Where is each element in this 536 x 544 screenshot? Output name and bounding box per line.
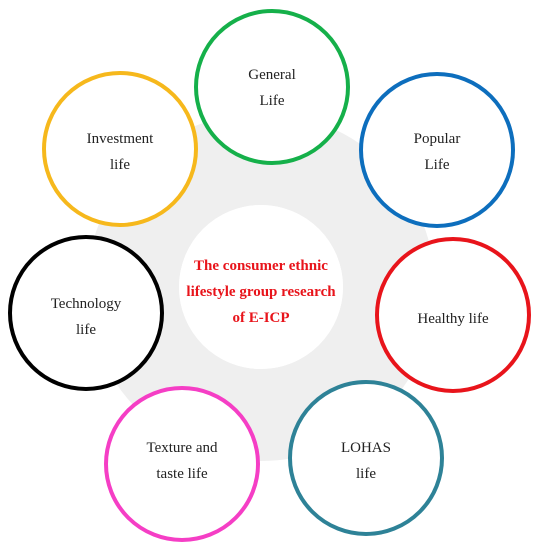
node-technology-life-line-2: life [76, 322, 96, 338]
node-general-life-line-1: General [248, 67, 295, 83]
node-general-life-line-2: Life [260, 93, 285, 109]
node-popular-life-line-2: Life [425, 157, 450, 173]
center-title-line-2: lifestyle group research [186, 284, 336, 300]
node-texture-and-taste-life-line-2: taste life [156, 466, 208, 482]
node-investment-life-circle [42, 71, 198, 227]
node-technology-life: Technology life [8, 235, 164, 391]
node-texture-and-taste-life-line-1: Texture and [146, 440, 218, 456]
node-healthy-life-line-1: Healthy life [417, 311, 489, 327]
node-investment-life: Investment life [42, 71, 198, 227]
node-lohas-life-line-2: life [356, 466, 376, 482]
center-title-line-3: of E-ICP [232, 310, 289, 326]
center-title: The consumer ethnic lifestyle group rese… [186, 258, 336, 326]
node-technology-life-circle [8, 235, 164, 391]
node-popular-life-circle [359, 72, 515, 228]
node-texture-and-taste-life-circle [104, 386, 260, 542]
node-texture-and-taste-life: Texture and taste life [104, 386, 260, 542]
node-lohas-life-circle [288, 380, 444, 536]
node-technology-life-line-1: Technology [51, 296, 122, 312]
center-disc [179, 205, 343, 369]
node-investment-life-line-1: Investment [87, 131, 154, 147]
node-general-life-circle [194, 9, 350, 165]
node-healthy-life: Healthy life [375, 237, 531, 393]
node-general-life: General Life [194, 9, 350, 165]
node-lohas-life: LOHAS life [288, 380, 444, 536]
node-popular-life-line-1: Popular [414, 131, 461, 147]
node-lohas-life-line-1: LOHAS [341, 440, 391, 456]
node-popular-life: Popular Life [359, 72, 515, 228]
node-healthy-life-circle [375, 237, 531, 393]
center-title-line-1: The consumer ethnic [194, 258, 328, 274]
node-investment-life-line-2: life [110, 157, 130, 173]
